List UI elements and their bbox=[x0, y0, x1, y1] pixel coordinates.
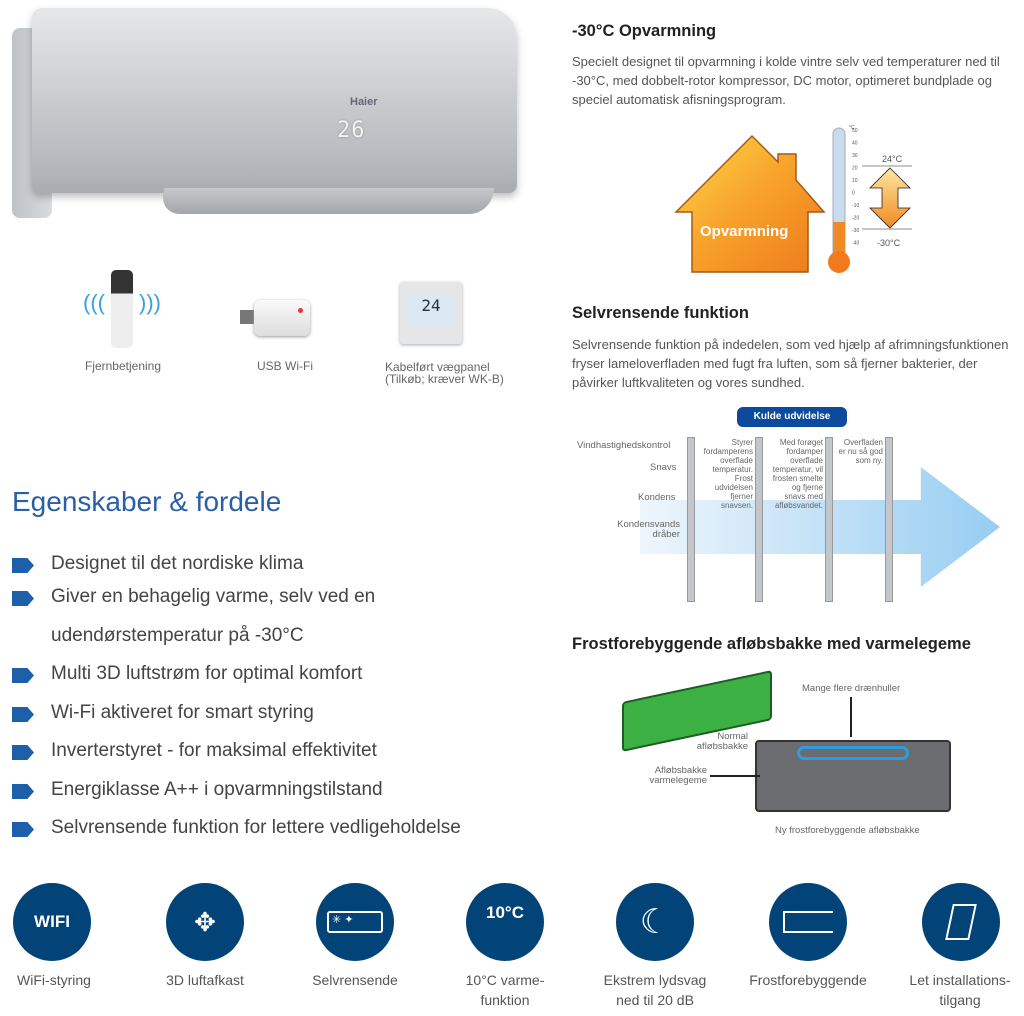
diagram-label: Kondens bbox=[638, 492, 676, 503]
drain-label: Normal afløbsbakke bbox=[696, 731, 748, 752]
kulde-badge: Kulde udvidelse bbox=[737, 407, 847, 427]
ac-display: 26 bbox=[337, 118, 366, 143]
heating-illustration: Opvarmning °C 50 40 30 20 10 0 -10 -20 -30 -40 24… bbox=[674, 125, 912, 273]
house-icon bbox=[674, 134, 826, 273]
bullet-marker-icon bbox=[12, 591, 34, 606]
feature-text: Designet til det nordiske klima bbox=[51, 553, 304, 574]
heating-glyph: 10°C bbox=[486, 903, 524, 922]
step-text: Med forøget fordamper overflade temperat… bbox=[772, 438, 823, 510]
thermo-ticks: 50 40 30 20 10 0 -10 -20 -30 -40 bbox=[852, 128, 859, 247]
icon-label: 10°C varme-funktion bbox=[465, 972, 545, 1008]
heating-title: -30°C Opvarmning bbox=[572, 22, 717, 40]
step-text: Styrer fordamperens overflade temperatur… bbox=[703, 438, 753, 510]
new-drain-tray-image bbox=[755, 740, 951, 812]
feature-text: Giver en behagelig varme, selv ved en bbox=[51, 586, 376, 607]
double-arrow-icon bbox=[869, 167, 911, 229]
house-label: Opvarmning bbox=[700, 223, 788, 240]
feature-text: udendørstemperatur på -30°C bbox=[51, 625, 304, 646]
drain-label: Afløbsbakke varmelegeme bbox=[649, 765, 707, 786]
thermo-tick-label: 10 bbox=[852, 178, 858, 184]
icon-label: Let installations-tilgang bbox=[909, 972, 1011, 1008]
thermo-tick-label: 40 bbox=[852, 141, 858, 147]
heating-text: Specielt designet til opvarmning i kolde… bbox=[572, 54, 1000, 107]
accessory-label-main: Kabelført vægpanel bbox=[385, 360, 490, 374]
installation-access-icon bbox=[922, 883, 1000, 961]
bullet-marker-icon bbox=[12, 784, 34, 799]
accessory-label: Fjernbetjening bbox=[84, 359, 162, 373]
wifi-icon: WIFI bbox=[13, 883, 91, 961]
icon-label: WiFi-styring bbox=[17, 972, 91, 988]
thermo-tick-label: -20 bbox=[852, 216, 859, 222]
temp-high-label: 24°C bbox=[882, 154, 903, 164]
remote-control-icon: ((( ))) bbox=[83, 270, 161, 348]
wall-panel-icon: 24 bbox=[400, 282, 462, 344]
ac-vane bbox=[159, 188, 495, 214]
drain-label: Mange flere drænhuller bbox=[802, 683, 901, 694]
brand-logo: Haier bbox=[350, 96, 378, 108]
selfclean-icon: ✳ ✦ bbox=[316, 883, 394, 961]
thermo-tick-label: -30 bbox=[852, 228, 859, 234]
pointer-arrow bbox=[710, 775, 760, 777]
temp-low-label: -30°C bbox=[877, 238, 901, 248]
selfclean-diagram: Kulde udvidelse Vindhastighedskontrol Sn… bbox=[575, 405, 1000, 605]
bullet-marker-icon bbox=[12, 707, 34, 722]
accessory-label: USB Wi-Fi bbox=[257, 359, 313, 373]
thermo-tick-label: 30 bbox=[852, 153, 858, 159]
icon-label: Frostforebyggende bbox=[749, 972, 867, 988]
air-conditioner-image: Haier 26 bbox=[12, 8, 517, 218]
thermo-tick-label: -40 bbox=[852, 241, 859, 247]
accessory-label-sub: (Tilkøb; kræver WK-B) bbox=[385, 372, 504, 386]
feature-text: Wi-Fi aktiveret for smart styring bbox=[51, 702, 314, 723]
ac-front-panel: Haier 26 bbox=[32, 8, 517, 193]
diagram-label: Vindhastighedskontrol bbox=[577, 440, 671, 451]
panel-display: 24 bbox=[408, 296, 454, 326]
icon-label: Ekstrem lydsvag ned til 20 dB bbox=[603, 972, 707, 1008]
diagram-label: Snavs bbox=[650, 462, 677, 473]
feature-text: Inverterstyret - for maksimal effektivit… bbox=[51, 740, 377, 761]
diagram-label: Kondensvands dråber bbox=[617, 519, 680, 540]
bullet-marker-icon bbox=[12, 558, 34, 573]
feature-text: Selvrensende funktion for lettere vedlig… bbox=[51, 817, 461, 838]
accessory-label: Kabelført vægpanel (Tilkøb; kræver WK-B) bbox=[385, 361, 520, 385]
thermo-tick-label: 0 bbox=[852, 191, 855, 197]
wifi-glyph: WIFI bbox=[34, 912, 70, 931]
usb-wifi-icon bbox=[240, 300, 310, 336]
drain-label: Ny frostforebyggende afløbsbakke bbox=[775, 825, 920, 836]
bullet-marker-icon bbox=[12, 668, 34, 683]
bullet-marker-icon bbox=[12, 822, 34, 837]
thermo-tick-label: -10 bbox=[852, 203, 859, 209]
bullet-marker-icon bbox=[12, 745, 34, 760]
pointer-arrow bbox=[850, 697, 852, 737]
thermo-tick-label: 50 bbox=[852, 128, 858, 134]
selfclean-title: Selvrensende funktion bbox=[572, 304, 749, 322]
feature-text: Multi 3D luftstrøm for optimal komfort bbox=[51, 663, 363, 684]
drain-title: Frostforebyggende afløbsbakke med varmel… bbox=[572, 635, 971, 653]
drain-tray-icon bbox=[769, 883, 847, 961]
features-title: Egenskaber & fordele bbox=[12, 486, 282, 517]
heating-10c-icon: 10°C bbox=[466, 883, 544, 961]
step-text: Overfladen er nu så god som ny. bbox=[838, 438, 883, 465]
icon-label: Selvrensende bbox=[312, 972, 398, 988]
feature-text: Energiklasse A++ i opvarmningstilstand bbox=[51, 779, 383, 800]
3d-airflow-icon: ✥ bbox=[166, 883, 244, 961]
icon-label: 3D luftafkast bbox=[166, 972, 244, 988]
thermo-tick-label: 20 bbox=[852, 166, 858, 172]
moon-quiet-icon: ☾ bbox=[616, 883, 694, 961]
selfclean-text: Selvrensende funktion på indedelen, som … bbox=[572, 337, 1009, 390]
thermo-unit: °C bbox=[849, 125, 855, 131]
